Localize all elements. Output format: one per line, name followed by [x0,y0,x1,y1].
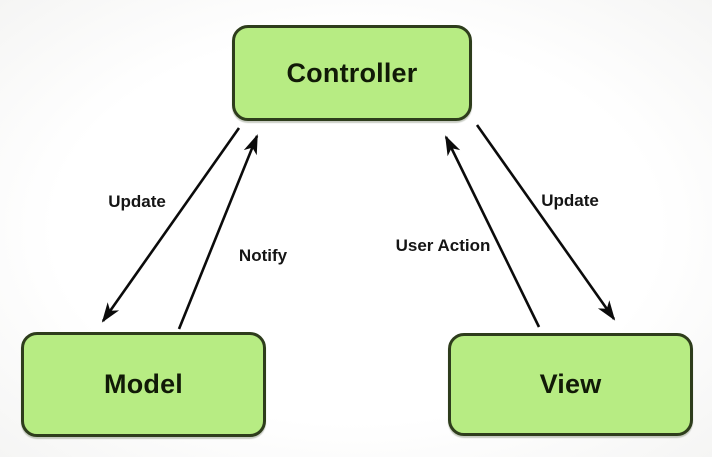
view-node: View [448,333,693,436]
edge-label-update-left: Update [108,192,166,211]
model-node-label: Model [104,369,183,399]
controller-node: Controller [232,25,472,121]
edge-update-controller-to-view [475,124,616,321]
edge-update-controller-to-model [101,127,241,323]
view-node-label: View [539,369,602,399]
edge-label-user-action: User Action [395,236,491,255]
edge-label-notify: Notify [238,246,288,265]
edge-user-action-view-to-controller [444,135,541,328]
edge-label-update-right: Update [541,191,599,210]
model-node: Model [21,332,266,437]
edge-notify-model-to-controller [177,134,259,330]
controller-node-label: Controller [286,57,418,88]
